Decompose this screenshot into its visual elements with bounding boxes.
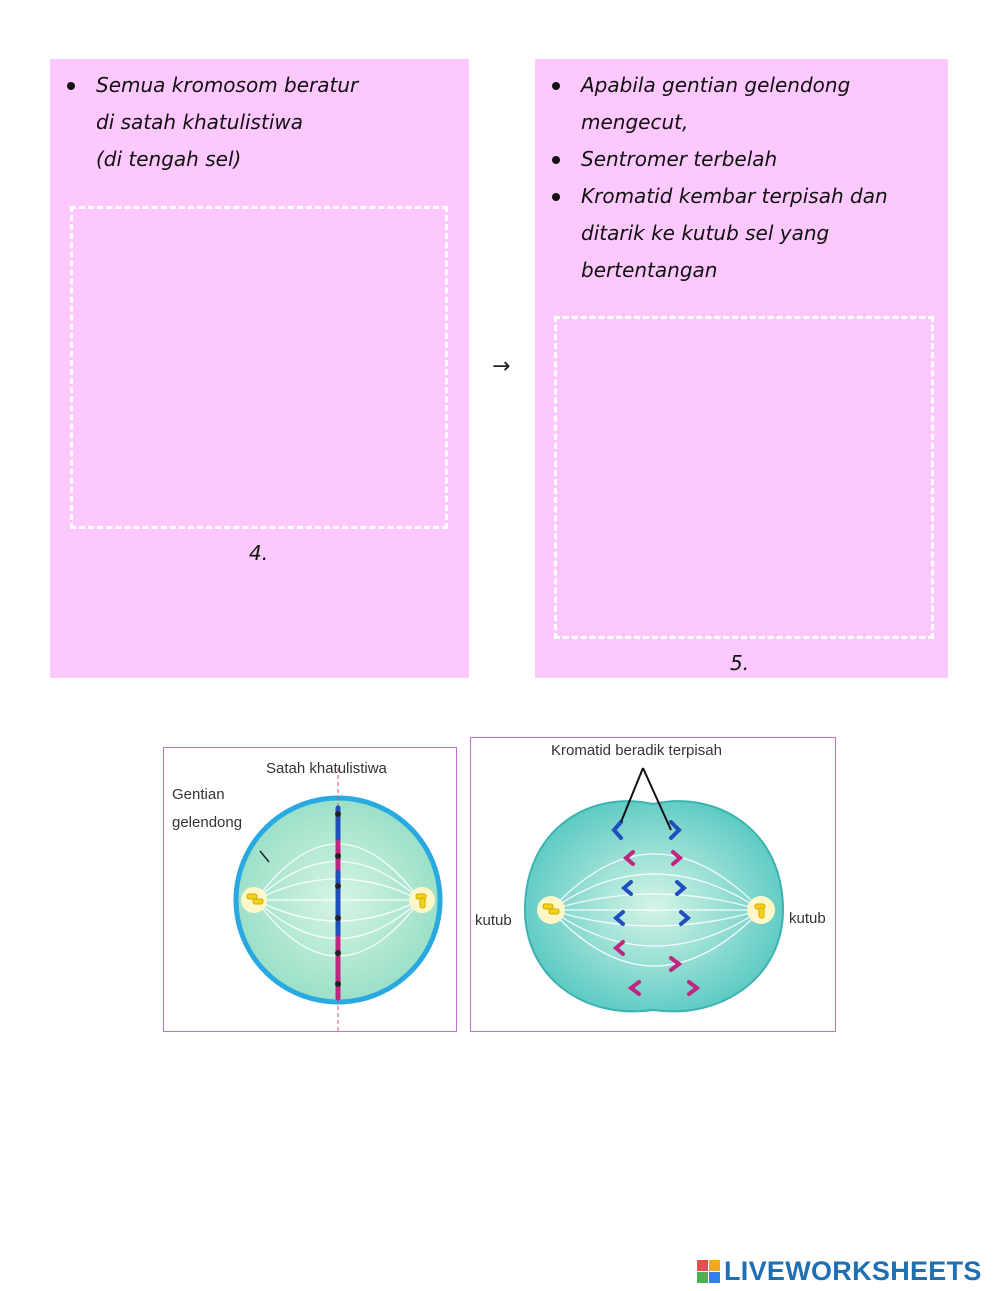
anaphase-bullet-list: Apabila gentian gelendong mengecut, Sent… — [549, 67, 888, 289]
chromatids — [611, 820, 701, 996]
metaphase-card: Semua kromosom beratur di satah khatulis… — [50, 59, 469, 678]
bullet-dot — [67, 82, 75, 90]
bullet-item: Sentromer terbelah — [549, 141, 888, 178]
bullet-item: Semua kromosom beratur di satah khatulis… — [64, 67, 358, 178]
label-spindle-1: Gentian — [172, 786, 225, 803]
centriole-right-icon — [747, 896, 775, 924]
label-equator: Satah khatulistiwa — [266, 760, 387, 777]
bullet-text: Kromatid kembar terpisah dan — [581, 184, 888, 208]
bullet-item: Kromatid kembar terpisah dan ditarik ke … — [549, 178, 888, 289]
liveworksheets-logo: LIVEWORKSHEETS — [697, 1255, 982, 1286]
answer-number-4: 4. — [249, 541, 269, 565]
metaphase-diagram-card[interactable]: Satah khatulistiwa Gentian gelendong — [163, 747, 457, 1032]
answer-number-5: 5. — [730, 651, 750, 675]
spindle-fibers — [550, 853, 762, 967]
label-pole-right: kutub — [789, 910, 826, 927]
anaphase-diagram-card[interactable]: Kromatid beradik terpisah kutub kutub — [470, 737, 836, 1032]
bullet-text: Apabila gentian gelendong — [581, 73, 851, 97]
centriole-left-icon — [537, 896, 565, 924]
pointer-line — [259, 850, 270, 863]
logo-blocks-icon — [697, 1259, 720, 1283]
centriole-right-icon — [409, 887, 435, 913]
anaphase-card: Apabila gentian gelendong mengecut, Sent… — [535, 59, 948, 678]
bullet-text: mengecut, — [581, 110, 689, 134]
cell-membrane — [523, 800, 785, 1013]
label-chromatids: Kromatid beradik terpisah — [551, 742, 722, 759]
pointer-lines — [620, 767, 672, 831]
bullet-item: Apabila gentian gelendong mengecut, — [549, 67, 888, 141]
bullet-text: Semua kromosom beratur — [96, 73, 359, 97]
metaphase-cell-diagram — [233, 768, 443, 1031]
label-pole-left: kutub — [475, 912, 512, 929]
anaphase-cell-diagram — [523, 767, 785, 1013]
bullet-text: ditarik ke kutub sel yang — [581, 221, 830, 245]
logo-text: LIVEWORKSHEETS — [724, 1255, 982, 1286]
bullet-text: bertentangan — [581, 258, 718, 282]
drop-zone-4[interactable] — [70, 206, 448, 529]
bullet-dot — [552, 193, 560, 201]
drop-zone-5[interactable] — [554, 316, 934, 639]
arrow-icon: → — [492, 354, 511, 379]
bullet-text: di satah khatulistiwa — [96, 110, 303, 134]
bullet-dot — [552, 156, 560, 164]
bullet-text: (di tengah sel) — [96, 147, 242, 171]
metaphase-bullet-list: Semua kromosom beratur di satah khatulis… — [64, 67, 358, 178]
label-spindle-2: gelendong — [172, 814, 243, 831]
centriole-left-icon — [241, 887, 267, 913]
bullet-text: Sentromer terbelah — [581, 147, 778, 171]
bullet-dot — [552, 82, 560, 90]
